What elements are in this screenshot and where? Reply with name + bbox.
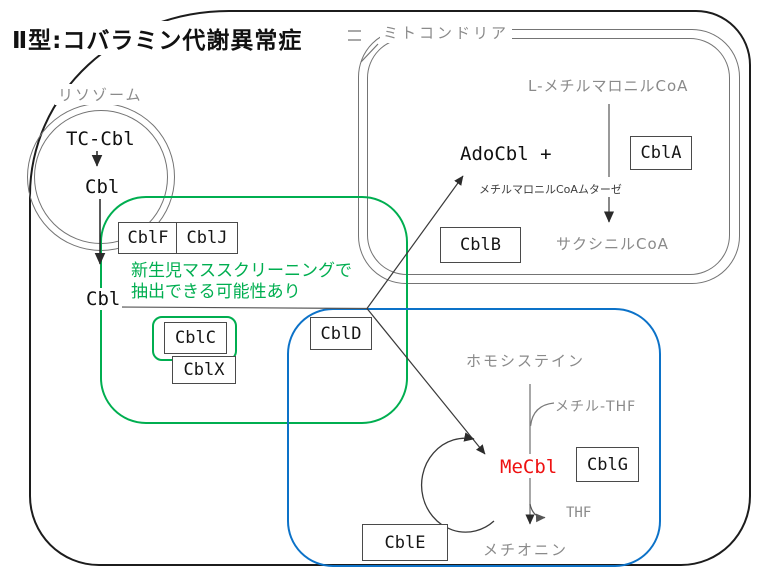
cbla-box: CblA bbox=[630, 136, 692, 170]
mito-border-stub bbox=[348, 30, 361, 41]
cbl-in-cytosol-label: Cbl bbox=[84, 288, 123, 310]
newborn-screening-note: 新生児マススクリーニングで 抽出できる可能性あり bbox=[131, 261, 352, 303]
mito-label-leader bbox=[360, 43, 379, 63]
note-line-1: 新生児マススクリーニングで bbox=[131, 261, 352, 281]
methionine-cycle-group-frame bbox=[287, 308, 661, 567]
succinyl-coa-label: サクシニルCoA bbox=[556, 235, 669, 253]
methylmalonyl-coa-mutase-label: メチルマロニルCoAムターゼ bbox=[479, 183, 622, 196]
cycle-arrow bbox=[420, 432, 495, 533]
cbl-distribution-line bbox=[114, 306, 368, 310]
mitochondria-outer-membrane bbox=[358, 29, 740, 284]
thf-branch-arrow bbox=[529, 503, 546, 523]
mitochondria-label: ミトコンドリア bbox=[380, 22, 513, 43]
newborn-screening-group-frame bbox=[100, 196, 408, 424]
tc-cbl-label: TC-Cbl bbox=[66, 128, 135, 150]
methionine-label: メチオニン bbox=[483, 541, 569, 559]
cble-box: CblE bbox=[362, 524, 448, 561]
l-methylmalonyl-coa-label: L-メチルマロニルCoA bbox=[528, 77, 689, 95]
thf-label: THF bbox=[566, 505, 592, 521]
cbl-to-mecbl-arrow bbox=[366, 308, 486, 455]
lysosome-label: リソゾーム bbox=[55, 84, 146, 105]
cbld-box: CblD bbox=[310, 317, 372, 350]
cblj-box: CblJ bbox=[176, 222, 238, 254]
mecbl-label: MeCbl bbox=[498, 456, 560, 478]
cbl-to-adocbl-arrow bbox=[366, 175, 464, 309]
page-title: Ⅱ型:コバラミン代謝異常症 bbox=[7, 21, 308, 55]
methyl-thf-merge-curve bbox=[529, 402, 555, 427]
homocysteine-label: ホモシステイン bbox=[466, 352, 586, 370]
cblg-box: CblG bbox=[576, 447, 639, 482]
methyl-thf-label: メチル-THF bbox=[555, 399, 637, 415]
cblf-box: CblF bbox=[118, 222, 178, 254]
note-line-2: 抽出できる可能性あり bbox=[131, 282, 301, 302]
cblb-box: CblB bbox=[440, 227, 521, 263]
adocbl-label: AdoCbl + bbox=[460, 143, 552, 165]
cbl-in-lysosome-label: Cbl bbox=[85, 176, 120, 198]
mitochondria-inner-membrane bbox=[367, 38, 730, 275]
cblc-box: CblC bbox=[164, 322, 227, 354]
cblx-box: CblX bbox=[172, 356, 236, 384]
